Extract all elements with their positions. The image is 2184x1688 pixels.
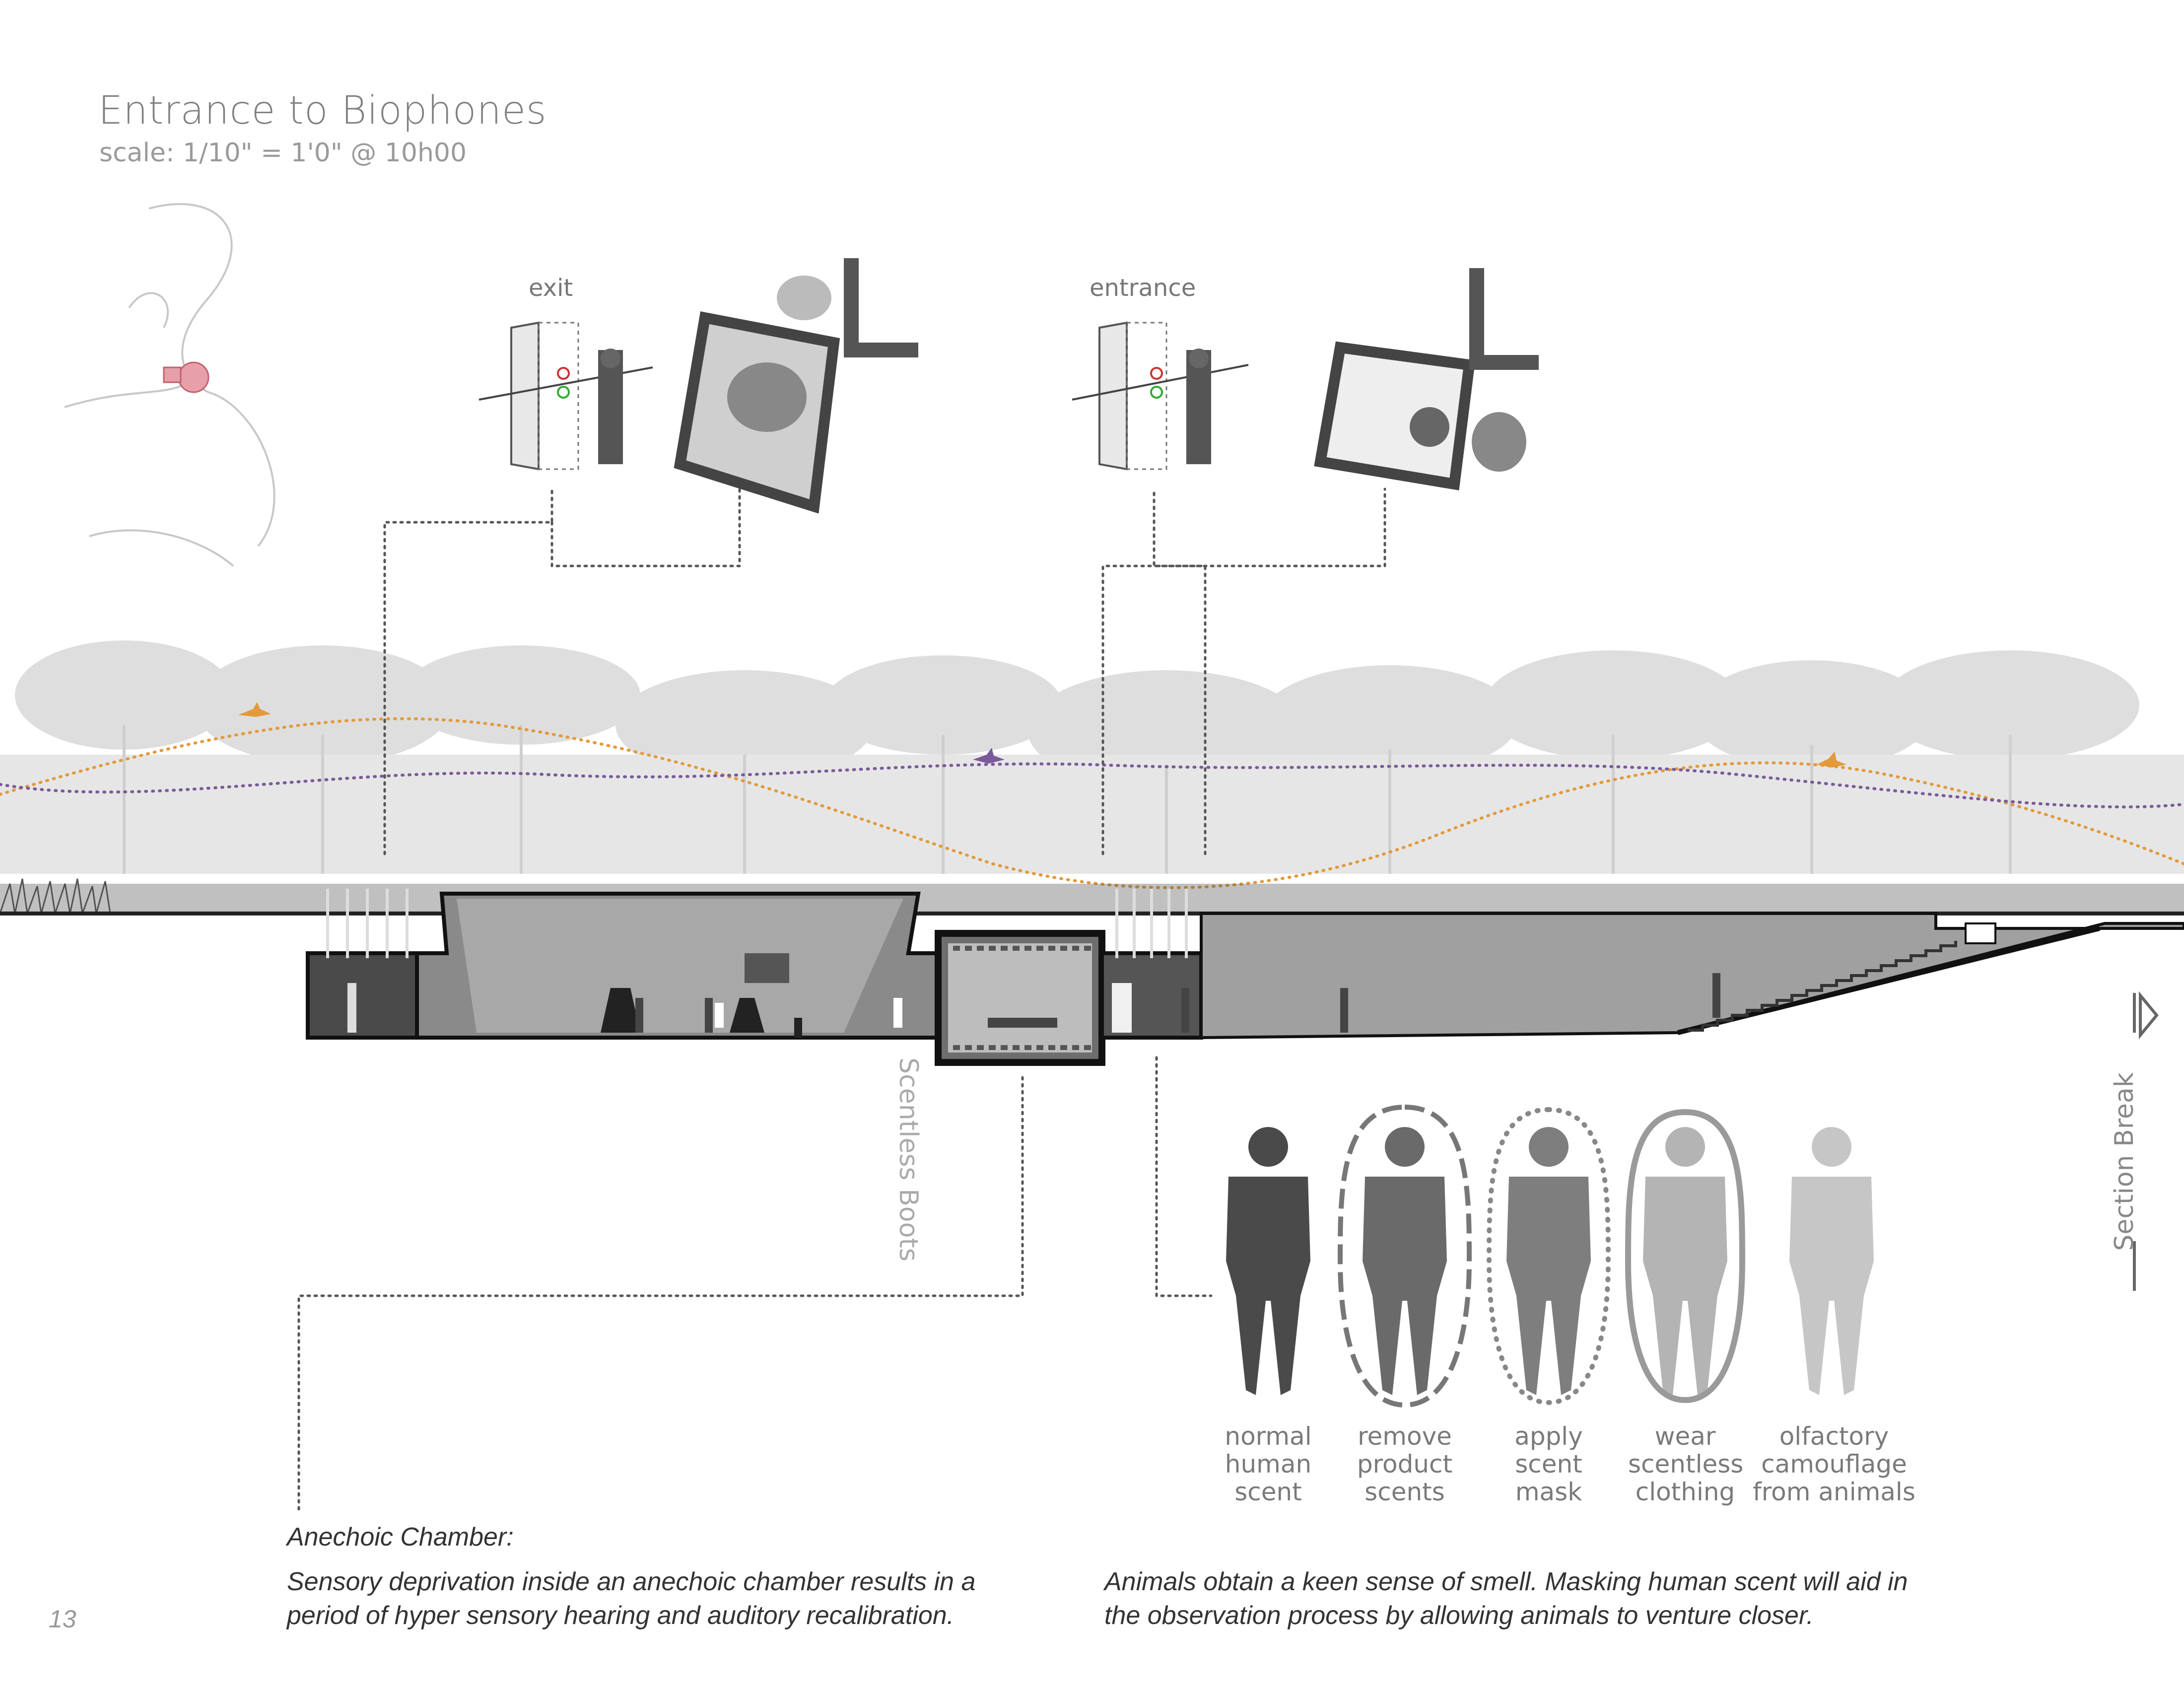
route-map-marker xyxy=(163,361,209,393)
leader-lines xyxy=(297,488,1386,1511)
entrance-plan-detail xyxy=(1314,268,1539,491)
bird-icon xyxy=(973,748,1005,764)
anechoic-caption-body: Sensory deprivation inside an anechoic c… xyxy=(287,1567,976,1630)
bird-icon xyxy=(1817,752,1846,768)
bird-icon xyxy=(238,702,271,717)
page-number: 13 xyxy=(49,1605,76,1633)
step-label-camouflage: olfactory camouflage from animals xyxy=(1753,1422,1915,1506)
step-label-clothing: wear scentless clothing xyxy=(1628,1422,1744,1506)
exit-plan-detail xyxy=(674,258,918,514)
purple-flight-path xyxy=(0,762,2184,809)
entrance-label: entrance xyxy=(1090,274,1196,302)
scentless-boots-label: Scentless Boots xyxy=(893,1057,923,1262)
section-break-label: Section Break xyxy=(2110,1072,2139,1251)
savanna-trees xyxy=(0,640,2184,874)
entrance-door-detail xyxy=(1072,321,1249,471)
scent-figure-clothing xyxy=(1625,1109,1746,1404)
scent-figure-remove xyxy=(1337,1104,1472,1408)
step-label-remove: remove product scents xyxy=(1357,1422,1453,1506)
section-figures xyxy=(347,973,1720,1033)
section-break-arrow-icon xyxy=(2133,991,2159,1291)
anechoic-caption-title: Anechoic Chamber: xyxy=(287,1523,514,1551)
exit-label: exit xyxy=(529,274,573,302)
orange-flight-path xyxy=(0,717,2184,889)
route-map-sketch xyxy=(64,203,275,567)
scent-figure-camouflage xyxy=(1789,1127,1874,1395)
step-label-normal: normal human scent xyxy=(1225,1422,1312,1506)
underground-structure xyxy=(306,889,2184,1066)
scent-caption-body: Animals obtain a keen sense of smell. Ma… xyxy=(1104,1567,1908,1630)
scent-figure-normal xyxy=(1226,1127,1310,1395)
page-title: Entrance to Biophones xyxy=(98,88,547,133)
step-label-mask: apply scent mask xyxy=(1514,1422,1583,1506)
scent-figures xyxy=(1226,1104,1874,1408)
exit-door-detail xyxy=(478,321,653,471)
scent-figure-mask xyxy=(1486,1107,1611,1406)
scale-note: scale: 1/10" = 1'0" @ 10h00 xyxy=(99,138,467,168)
